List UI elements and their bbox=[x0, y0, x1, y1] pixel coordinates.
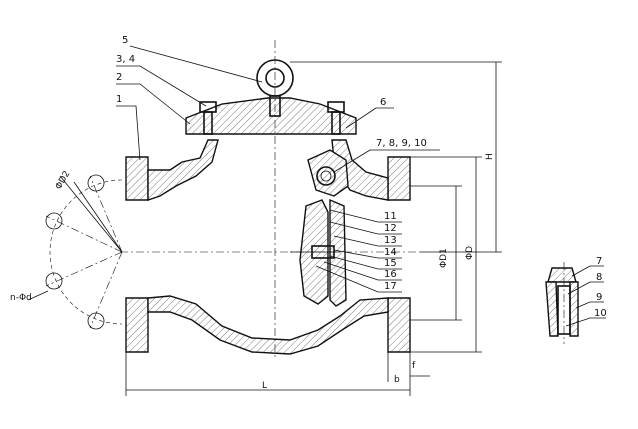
upper-body-wall bbox=[147, 139, 219, 201]
disc-seat bbox=[329, 198, 347, 307]
right-flange bbox=[387, 156, 411, 201]
dim-bolts: n-Φd bbox=[10, 293, 32, 303]
dim-b: b bbox=[394, 375, 400, 385]
label-2: 2 bbox=[116, 72, 122, 83]
lower-body-wall bbox=[147, 295, 389, 355]
hinge-arm bbox=[307, 149, 349, 197]
detail-label-9: 9 bbox=[596, 292, 602, 303]
detail-view: 7 8 9 10 bbox=[545, 256, 607, 344]
left-flange bbox=[125, 156, 149, 201]
label-3-4: 3, 4 bbox=[116, 54, 135, 65]
label-17: 17 bbox=[384, 281, 397, 292]
dim-D: ΦD bbox=[465, 246, 475, 260]
detail-label-7: 7 bbox=[596, 256, 602, 267]
label-7-8-9-10: 7, 8, 9, 10 bbox=[376, 138, 427, 149]
label-16: 16 bbox=[384, 269, 397, 280]
dim-L: L bbox=[262, 381, 267, 391]
bolt-hole bbox=[45, 212, 63, 230]
bolt-circle-arc bbox=[49, 179, 123, 325]
valve-body bbox=[125, 59, 411, 355]
detail-top-block bbox=[547, 267, 577, 283]
label-1: 1 bbox=[116, 94, 122, 105]
label-12: 12 bbox=[384, 223, 397, 234]
label-6: 6 bbox=[380, 97, 386, 108]
bonnet-bolt-right bbox=[331, 111, 341, 135]
label-15: 15 bbox=[384, 258, 397, 269]
dimension-lines: L b f ΦD1 ΦD H bbox=[125, 61, 502, 396]
right-flange-lower bbox=[387, 297, 411, 353]
dim-H: H bbox=[485, 153, 495, 160]
detail-sleeve bbox=[545, 281, 559, 337]
hinge-pin bbox=[316, 166, 336, 186]
part-leaders: 5 3, 4 2 1 6 7, 8, 9, 10 11 12 13 14 15 … bbox=[116, 35, 440, 293]
disc-assembly bbox=[290, 149, 349, 307]
bolt-hole bbox=[45, 272, 63, 290]
detail-sleeve-right bbox=[569, 281, 579, 337]
detail-label-8: 8 bbox=[596, 272, 602, 283]
bonnet-bolt-left bbox=[203, 111, 213, 135]
dim-f: f bbox=[412, 361, 416, 371]
label-5: 5 bbox=[122, 35, 128, 46]
detail-label-10: 10 bbox=[594, 308, 607, 319]
label-14: 14 bbox=[384, 247, 397, 258]
dim-D1: ΦD1 bbox=[439, 248, 449, 268]
label-13: 13 bbox=[384, 235, 397, 246]
label-11: 11 bbox=[384, 211, 397, 222]
bolt-leader bbox=[27, 290, 49, 301]
flange-end-view: ΦD2 n-Φd bbox=[10, 169, 123, 330]
left-flange-lower bbox=[125, 297, 149, 353]
